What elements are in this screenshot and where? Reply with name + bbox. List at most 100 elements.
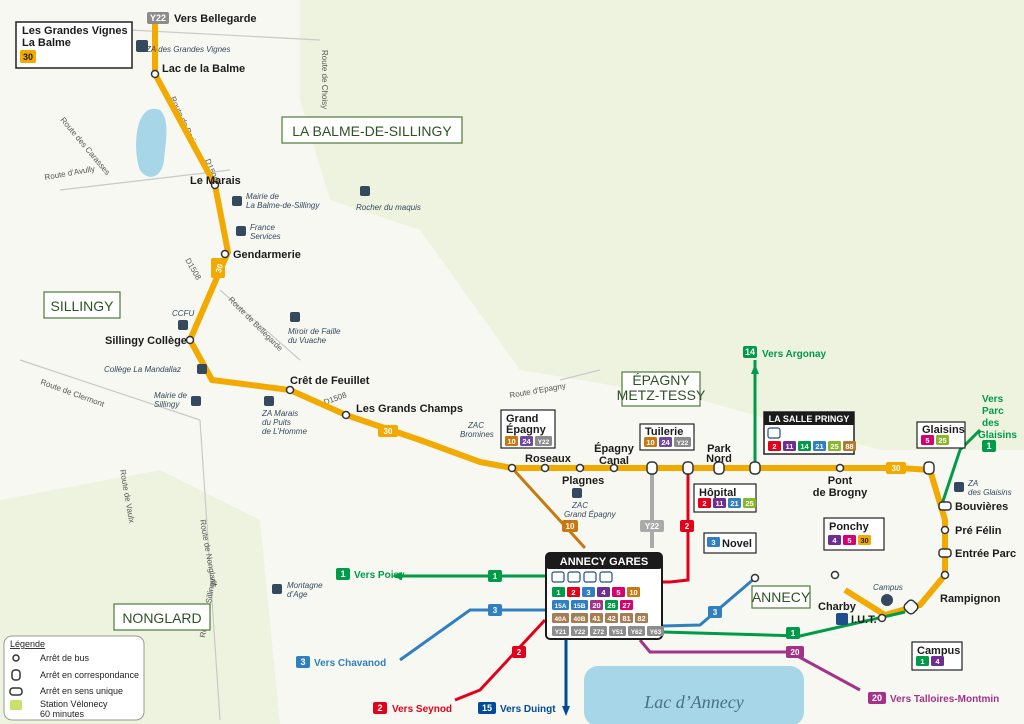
building-icon xyxy=(236,226,246,236)
poi-label: Montagne xyxy=(287,581,323,590)
line-label-10: 10 xyxy=(566,522,575,531)
poi-label: ZA Marais xyxy=(261,409,298,418)
building-icon xyxy=(232,196,242,206)
direction-label: Vers Argonay xyxy=(762,349,827,360)
line-badge-label: Y62 xyxy=(631,629,643,636)
stop-pre-felin xyxy=(940,525,950,535)
direction-label: Vers Bellegarde xyxy=(174,13,257,25)
svg-text:Campus: Campus xyxy=(917,645,960,657)
stop-rampignon xyxy=(940,570,950,580)
svg-text:NONGLARD: NONGLARD xyxy=(122,610,201,626)
line-badge-label: 30 xyxy=(860,536,868,545)
stop-label: Pont xyxy=(828,475,853,487)
line-badge-label: 42 xyxy=(607,614,615,623)
line-badge xyxy=(552,600,569,610)
svg-text:Y22: Y22 xyxy=(150,13,166,23)
industry-icon xyxy=(572,488,582,498)
stop-sillingy xyxy=(185,335,195,345)
school-icon xyxy=(197,364,207,374)
line-badge xyxy=(635,613,648,623)
svg-text:60 minutes: 60 minutes xyxy=(40,709,85,719)
line-badge-label: 26 xyxy=(607,601,615,610)
stop-entree-parc xyxy=(938,548,952,558)
poi-label: France xyxy=(250,223,275,232)
svg-text:LA SALLE PRINGY: LA SALLE PRINGY xyxy=(769,414,850,424)
line-3-west xyxy=(399,608,545,662)
svg-text:LA BALME-DE-SILLINGY: LA BALME-DE-SILLINGY xyxy=(292,123,452,139)
commune-balme: LA BALME-DE-SILLINGY xyxy=(281,116,463,144)
direction-badge xyxy=(336,568,350,580)
stop-label: Bouvières xyxy=(955,501,1008,513)
direction-label: Vers Seynod xyxy=(392,704,452,715)
direction-label: des xyxy=(982,418,1000,429)
lake-annecy xyxy=(584,666,804,724)
line-badge-label: 14 xyxy=(800,442,809,451)
line-badge-label: 2 xyxy=(571,588,575,597)
stop-label: Le Marais xyxy=(190,175,241,187)
line-badge-label: 21 xyxy=(730,499,738,508)
line-badge xyxy=(590,600,603,610)
line-30 xyxy=(152,18,948,619)
stop-tuilerie xyxy=(646,461,658,475)
svg-text:ANNECY: ANNECY xyxy=(752,589,811,605)
svg-text:I.U.T.: I.U.T. xyxy=(851,614,877,626)
industry-icon xyxy=(264,396,274,406)
line-badge xyxy=(798,441,811,451)
svg-text:Arrêt en correspondance: Arrêt en correspondance xyxy=(40,670,139,680)
commune-sillingy: SILLINGY xyxy=(43,291,121,319)
line-badge-label: Y22 xyxy=(538,439,550,446)
direction-badge xyxy=(478,702,496,714)
line-badge xyxy=(605,600,618,610)
line-badge-label: 15A xyxy=(555,603,567,610)
svg-text:Épagny: Épagny xyxy=(506,423,547,436)
stop-label: Crêt de Feuillet xyxy=(290,375,370,387)
direction-label: Glaisins xyxy=(978,430,1017,441)
line-badge xyxy=(505,436,518,446)
line-label-1: 1 xyxy=(791,629,796,638)
stop-grand-epagny xyxy=(507,463,517,473)
line-badge-label: 27 xyxy=(622,601,630,610)
line-badge-label: 5 xyxy=(616,588,620,597)
direction-badge xyxy=(296,656,310,668)
stop-label: Plagnes xyxy=(562,475,604,487)
bike-icon xyxy=(599,571,613,583)
line-badge-label: 3 xyxy=(711,538,715,547)
stop-cret xyxy=(285,385,295,395)
line-label-30: 30 xyxy=(384,427,393,436)
stop-label: Épagny xyxy=(594,442,635,455)
arrow-1-west xyxy=(392,572,402,580)
line-badge-label: 11 xyxy=(716,499,724,508)
stop-label: Nord xyxy=(706,453,732,465)
hiker-icon xyxy=(360,186,370,196)
line-badge xyxy=(627,587,640,597)
line-label-Y22: Y22 xyxy=(645,522,660,531)
line-badge xyxy=(728,498,741,508)
stop-label: Gendarmerie xyxy=(233,249,301,261)
arrow-15 xyxy=(562,706,570,716)
stop-canal xyxy=(609,463,619,473)
line-badge xyxy=(698,498,711,508)
line-badge-label: 2 xyxy=(772,442,776,451)
line-3-east xyxy=(661,576,756,628)
line-label-2: 2 xyxy=(517,648,522,657)
poi-label: CCFU xyxy=(172,309,194,318)
line-badge-label: 5 xyxy=(847,536,851,545)
direction-label: Parc xyxy=(982,406,1004,417)
line-badge xyxy=(590,626,607,636)
stop-campus xyxy=(903,599,919,615)
poi-label: ZAC xyxy=(467,421,484,430)
direction-label: Vers Talloires-Montmin xyxy=(890,694,999,705)
hill-area xyxy=(300,0,1024,450)
line-badge-label: Y22 xyxy=(574,629,586,636)
line-badge-label: 25 xyxy=(830,442,838,451)
line-badge-label: 15B xyxy=(574,603,586,610)
svg-text:La Balme: La Balme xyxy=(22,37,71,49)
svg-text:ÉPAGNY: ÉPAGNY xyxy=(632,372,690,388)
line-badge-label: 25 xyxy=(745,499,753,508)
line-badge-label: 1 xyxy=(556,588,560,597)
poi-label: des Glaisins xyxy=(968,488,1012,497)
